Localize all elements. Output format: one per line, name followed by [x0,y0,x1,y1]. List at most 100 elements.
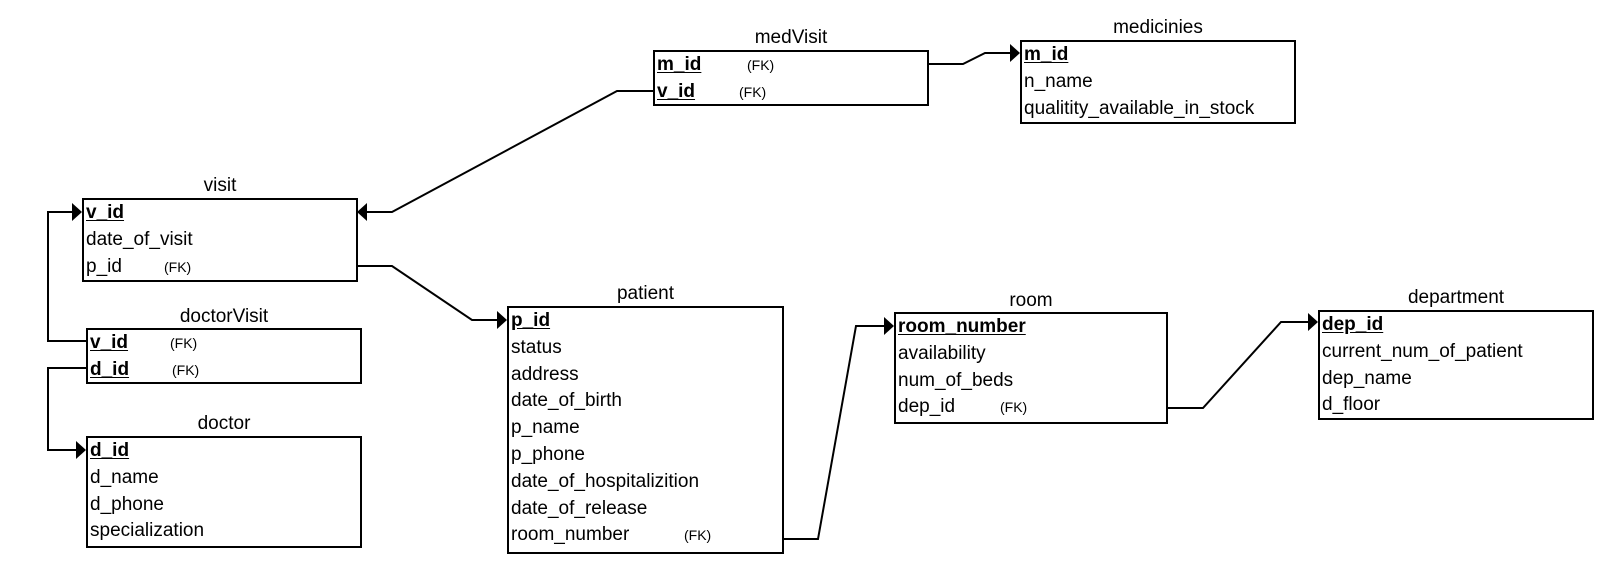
attribute-name: status [511,336,562,358]
entity-title: department [1407,287,1505,308]
entity-title: patient [616,283,675,304]
entity-title: medVisit [754,27,828,48]
attribute-name: qualitity_available_in_stock [1024,97,1255,119]
attribute-row: dep_name [1322,366,1412,392]
attribute-row: m_id [1024,42,1068,68]
attribute-row: v_id (FK) [90,330,197,356]
entity-title: doctorVisit [179,306,269,327]
attribute-row: p_phone [511,442,585,468]
attribute-name: address [511,363,579,385]
attribute-name: availability [898,342,986,364]
primary-key-name: v_id [90,332,129,353]
entity-title: room [1009,290,1053,311]
attribute-row: v_id (FK) [657,79,766,105]
attribute-name: p_id [86,255,122,277]
attribute-row: specialization [90,518,204,544]
rel-visit-patient-arrowhead [497,311,507,329]
attribute-name: num_of_beds [898,369,1014,391]
attribute-row: num_of_beds [898,368,1013,394]
attribute-row: availability [898,341,986,367]
attribute-name: dep_id [898,396,956,418]
entity-title: doctor [197,413,251,434]
rel-doctorvisit-doctor-arrowhead [76,441,86,459]
entity-title: medicinies [1113,17,1203,38]
attribute-row: d_phone [90,492,164,518]
attribute-row: d_name [90,465,159,491]
attribute-row: d_id [90,438,129,464]
primary-key-name: m_id [1024,44,1069,65]
rel-room-department-arrowhead [1308,313,1318,331]
attribute-row: p_id [511,308,550,334]
entity-box: m_id n_name qualitity_available_in_stock [1020,40,1296,124]
attribute-name: date_of_hospitalizition [511,470,700,492]
rel-patient-room-line [784,325,884,540]
fk-marker: (FK) [739,83,767,100]
fk-marker: (FK) [170,335,198,351]
entity-box: v_id (FK) d_id (FK) [86,328,362,384]
attribute-row: d_id (FK) [90,357,199,383]
fk-marker: (FK) [747,57,775,73]
rel-medvisit-visit-arrowhead [357,203,367,221]
attribute-name: n_name [1024,70,1093,92]
fk-marker: (FK) [172,361,200,378]
rel-medvisit-medicinies-arrowhead [1010,44,1020,62]
primary-key-name: v_id [657,80,696,102]
attribute-name: d_phone [90,493,164,515]
attribute-row: qualitity_available_in_stock [1024,96,1254,122]
attribute-row: room_number [898,314,1026,340]
rel-doctorvisit-visit-line [47,211,86,342]
primary-key-name: m_id [657,54,702,75]
fk-marker: (FK) [164,258,192,275]
attribute-row: address [511,362,579,388]
entity-box: dep_id current_num_of_patient dep_name d_fl… [1318,310,1594,420]
rel-patient-room-arrowhead [884,317,894,335]
entity-box: room_number availability num_of_beds dep_id… [894,312,1168,424]
attribute-row: m_id (FK) [657,52,774,78]
attribute-row: p_name [511,415,580,441]
attribute-name: current_num_of_patient [1322,340,1523,362]
attribute-row: status [511,335,562,361]
attribute-row: v_id [86,200,124,226]
primary-key-name: dep_id [1322,314,1384,335]
attribute-name: date_of_birth [511,390,622,412]
rel-medvisit-visit-line [367,90,653,213]
attribute-row: room_number (FK) [511,522,711,548]
attribute-row: date_of_hospitalizition [511,469,699,495]
attribute-row: date_of_birth [511,388,622,414]
attribute-name: date_of_visit [86,228,193,250]
primary-key-name: p_id [511,310,551,331]
attribute-name: p_name [511,417,580,439]
attribute-name: dep_name [1322,367,1412,389]
attribute-name: d_floor [1322,394,1381,416]
attribute-row: n_name [1024,69,1093,95]
primary-key-name: room_number [898,316,1026,337]
attribute-name: d_name [90,466,159,488]
fk-marker: (FK) [1000,399,1028,416]
attribute-row: date_of_visit [86,227,193,253]
rel-room-department-line [1168,321,1308,409]
entity-box: m_id (FK) v_id (FK) [653,50,929,106]
entity-box: d_id d_name d_phone specialization [86,436,362,548]
rel-visit-patient-line [358,265,497,321]
attribute-row: p_id (FK) [86,254,191,280]
entity-box: v_id date_of_visit p_id (FK) [82,198,358,282]
attribute-name: p_phone [511,444,585,465]
rel-doctorvisit-visit-arrowhead [72,203,82,221]
attribute-name: specialization [90,520,205,542]
attribute-row: dep_id [1322,312,1383,338]
primary-key-name: d_id [90,358,130,380]
attribute-row: date_of_release [511,496,647,522]
attribute-name: date_of_release [511,497,648,519]
primary-key-name: v_id [86,202,125,223]
rel-medvisit-medicinies-line [929,52,1010,65]
rel-doctorvisit-doctor-line [47,367,86,451]
attribute-row: dep_id (FK) [898,394,1027,420]
attribute-row: current_num_of_patient [1322,339,1523,365]
attribute-name: room_number [511,524,630,546]
entity-title: visit [203,175,237,196]
primary-key-name: d_id [90,440,130,461]
fk-marker: (FK) [684,527,712,544]
